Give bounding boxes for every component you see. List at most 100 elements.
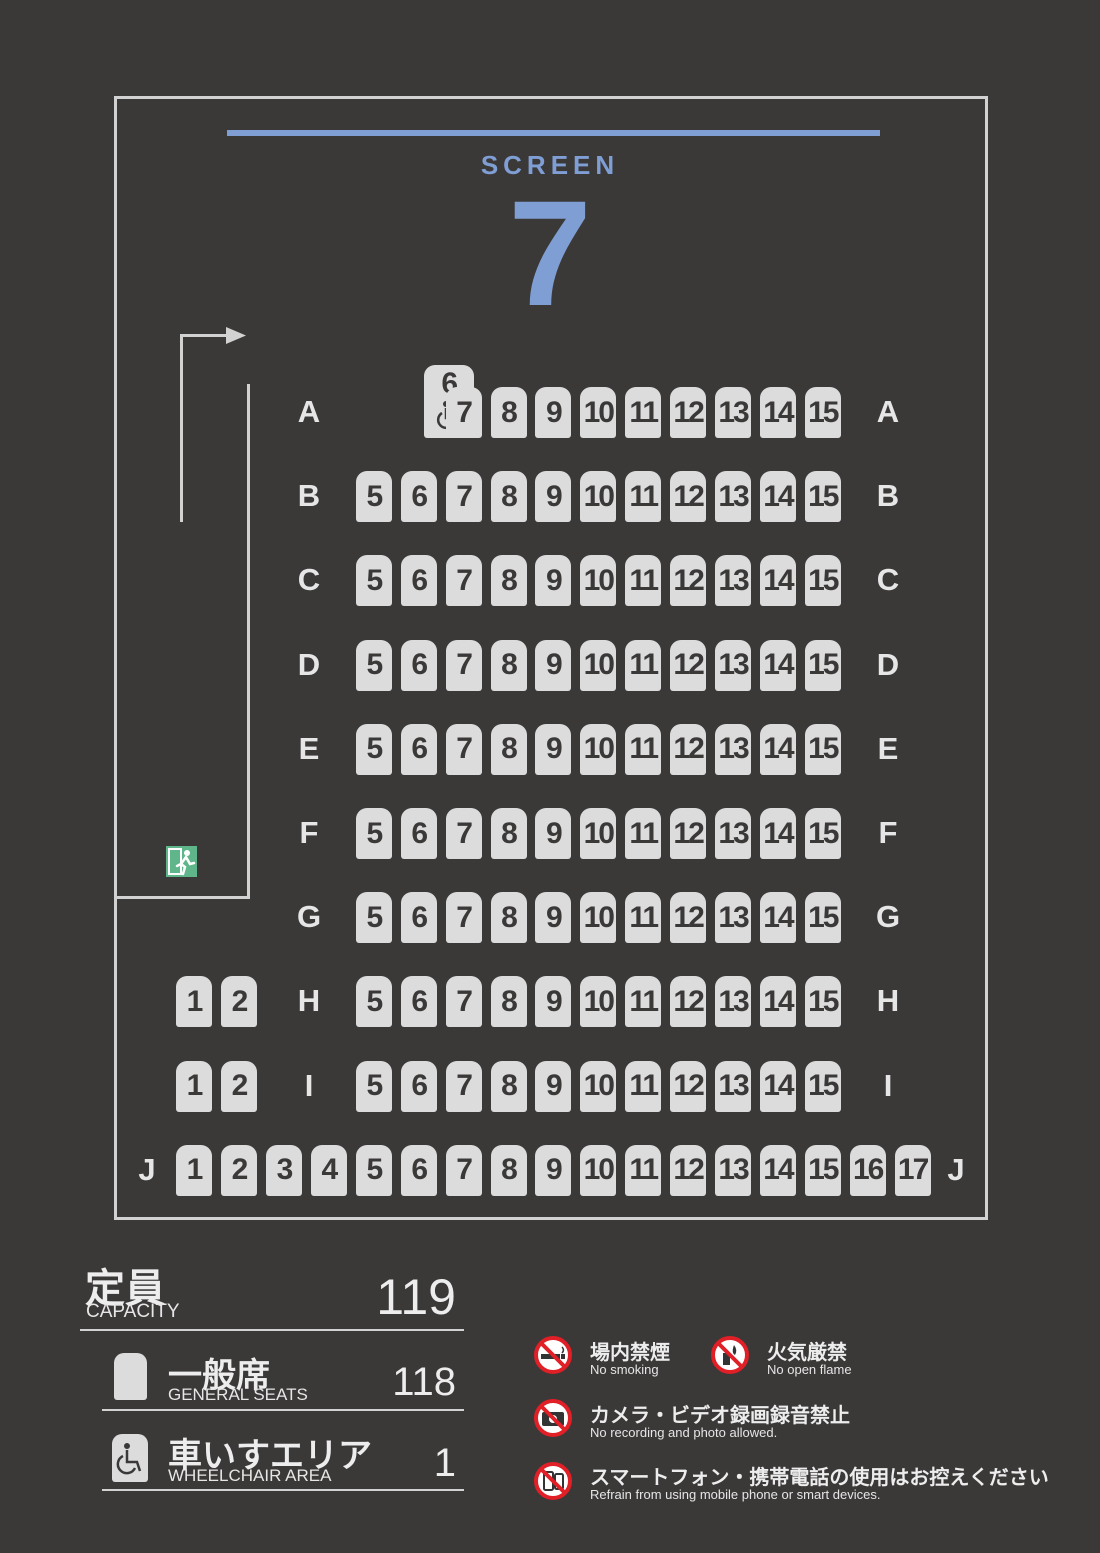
seat-G-6[interactable]: 6 <box>400 892 437 944</box>
seat-B-7[interactable]: 7 <box>445 471 482 523</box>
seat-I-12[interactable]: 12 <box>670 1060 707 1112</box>
seat-B-5[interactable]: 5 <box>355 471 392 523</box>
seat-J-3[interactable]: 3 <box>266 1144 302 1196</box>
seat-G-13[interactable]: 13 <box>715 892 751 944</box>
seat-F-13[interactable]: 13 <box>715 808 751 859</box>
seat-E-5[interactable]: 5 <box>355 723 392 775</box>
seat-D-13[interactable]: 13 <box>715 639 751 691</box>
seat-D-5[interactable]: 5 <box>355 639 392 691</box>
seat-J-12[interactable]: 12 <box>670 1144 707 1196</box>
seat-J-4[interactable]: 4 <box>310 1144 347 1196</box>
seat-G-15[interactable]: 15 <box>804 892 841 944</box>
seat-J-6[interactable]: 6 <box>400 1144 437 1196</box>
seat-C-5[interactable]: 5 <box>355 555 392 607</box>
seat-E-10[interactable]: 10 <box>580 723 617 775</box>
seat-I-13[interactable]: 13 <box>715 1060 751 1112</box>
seat-E-7[interactable]: 7 <box>445 723 482 775</box>
seat-H-11[interactable]: 11 <box>625 976 662 1028</box>
seat-A-11[interactable]: 11 <box>625 387 662 438</box>
seat-C-10[interactable]: 10 <box>580 555 617 607</box>
seat-I-5[interactable]: 5 <box>355 1060 392 1112</box>
seat-B-8[interactable]: 8 <box>490 471 527 523</box>
seat-G-5[interactable]: 5 <box>355 892 392 944</box>
seat-C-11[interactable]: 11 <box>625 555 662 607</box>
seat-J-10[interactable]: 10 <box>580 1144 617 1196</box>
seat-E-13[interactable]: 13 <box>715 723 751 775</box>
seat-J-5[interactable]: 5 <box>355 1144 392 1196</box>
seat-I-11[interactable]: 11 <box>625 1060 662 1112</box>
seat-I-9[interactable]: 9 <box>535 1060 572 1112</box>
seat-E-8[interactable]: 8 <box>490 723 527 775</box>
seat-I-8[interactable]: 8 <box>490 1060 527 1112</box>
seat-B-6[interactable]: 6 <box>400 471 437 523</box>
seat-B-13[interactable]: 13 <box>715 471 751 523</box>
seat-G-14[interactable]: 14 <box>759 892 796 944</box>
seat-G-9[interactable]: 9 <box>535 892 572 944</box>
seat-H-13[interactable]: 13 <box>715 976 751 1028</box>
seat-A-13[interactable]: 13 <box>715 387 751 438</box>
seat-H-14[interactable]: 14 <box>759 976 796 1028</box>
seat-H-1[interactable]: 1 <box>176 976 212 1028</box>
seat-F-14[interactable]: 14 <box>759 808 796 859</box>
seat-B-14[interactable]: 14 <box>759 471 796 523</box>
seat-H-6[interactable]: 6 <box>400 976 437 1028</box>
seat-C-8[interactable]: 8 <box>490 555 527 607</box>
seat-E-15[interactable]: 15 <box>804 723 841 775</box>
seat-J-11[interactable]: 11 <box>625 1144 662 1196</box>
seat-A-15[interactable]: 15 <box>804 387 841 438</box>
seat-I-6[interactable]: 6 <box>400 1060 437 1112</box>
seat-A-10[interactable]: 10 <box>580 387 617 438</box>
seat-D-6[interactable]: 6 <box>400 639 437 691</box>
seat-F-15[interactable]: 15 <box>804 808 841 859</box>
seat-J-7[interactable]: 7 <box>445 1144 482 1196</box>
seat-C-6[interactable]: 6 <box>400 555 437 607</box>
seat-A-9[interactable]: 9 <box>535 387 572 438</box>
seat-H-8[interactable]: 8 <box>490 976 527 1028</box>
seat-I-10[interactable]: 10 <box>580 1060 617 1112</box>
seat-C-13[interactable]: 13 <box>715 555 751 607</box>
seat-I-2[interactable]: 2 <box>221 1060 257 1112</box>
seat-A-7[interactable]: 7 <box>445 387 482 438</box>
seat-D-11[interactable]: 11 <box>625 639 662 691</box>
seat-H-5[interactable]: 5 <box>355 976 392 1028</box>
seat-F-5[interactable]: 5 <box>355 808 392 859</box>
seat-D-7[interactable]: 7 <box>445 639 482 691</box>
seat-J-8[interactable]: 8 <box>490 1144 527 1196</box>
seat-E-11[interactable]: 11 <box>625 723 662 775</box>
seat-B-10[interactable]: 10 <box>580 471 617 523</box>
seat-B-12[interactable]: 12 <box>670 471 707 523</box>
seat-E-9[interactable]: 9 <box>535 723 572 775</box>
seat-G-8[interactable]: 8 <box>490 892 527 944</box>
seat-H-9[interactable]: 9 <box>535 976 572 1028</box>
seat-G-10[interactable]: 10 <box>580 892 617 944</box>
seat-A-8[interactable]: 8 <box>490 387 527 438</box>
seat-H-15[interactable]: 15 <box>804 976 841 1028</box>
seat-G-11[interactable]: 11 <box>625 892 662 944</box>
seat-G-7[interactable]: 7 <box>445 892 482 944</box>
seat-F-6[interactable]: 6 <box>400 808 437 859</box>
seat-C-14[interactable]: 14 <box>759 555 796 607</box>
seat-C-15[interactable]: 15 <box>804 555 841 607</box>
seat-H-7[interactable]: 7 <box>445 976 482 1028</box>
seat-F-8[interactable]: 8 <box>490 808 527 859</box>
seat-B-15[interactable]: 15 <box>804 471 841 523</box>
seat-D-15[interactable]: 15 <box>804 639 841 691</box>
seat-F-10[interactable]: 10 <box>580 808 617 859</box>
seat-H-12[interactable]: 12 <box>670 976 707 1028</box>
seat-D-9[interactable]: 9 <box>535 639 572 691</box>
seat-H-10[interactable]: 10 <box>580 976 617 1028</box>
seat-B-9[interactable]: 9 <box>535 471 572 523</box>
seat-D-8[interactable]: 8 <box>490 639 527 691</box>
seat-D-10[interactable]: 10 <box>580 639 617 691</box>
seat-J-13[interactable]: 13 <box>715 1144 751 1196</box>
seat-D-12[interactable]: 12 <box>670 639 707 691</box>
seat-F-9[interactable]: 9 <box>535 808 572 859</box>
seat-J-16[interactable]: 16 <box>849 1144 886 1196</box>
seat-I-1[interactable]: 1 <box>176 1060 212 1112</box>
seat-E-12[interactable]: 12 <box>670 723 707 775</box>
seat-F-11[interactable]: 11 <box>625 808 662 859</box>
seat-F-7[interactable]: 7 <box>445 808 482 859</box>
seat-D-14[interactable]: 14 <box>759 639 796 691</box>
seat-J-2[interactable]: 2 <box>221 1144 257 1196</box>
seat-A-14[interactable]: 14 <box>759 387 796 438</box>
